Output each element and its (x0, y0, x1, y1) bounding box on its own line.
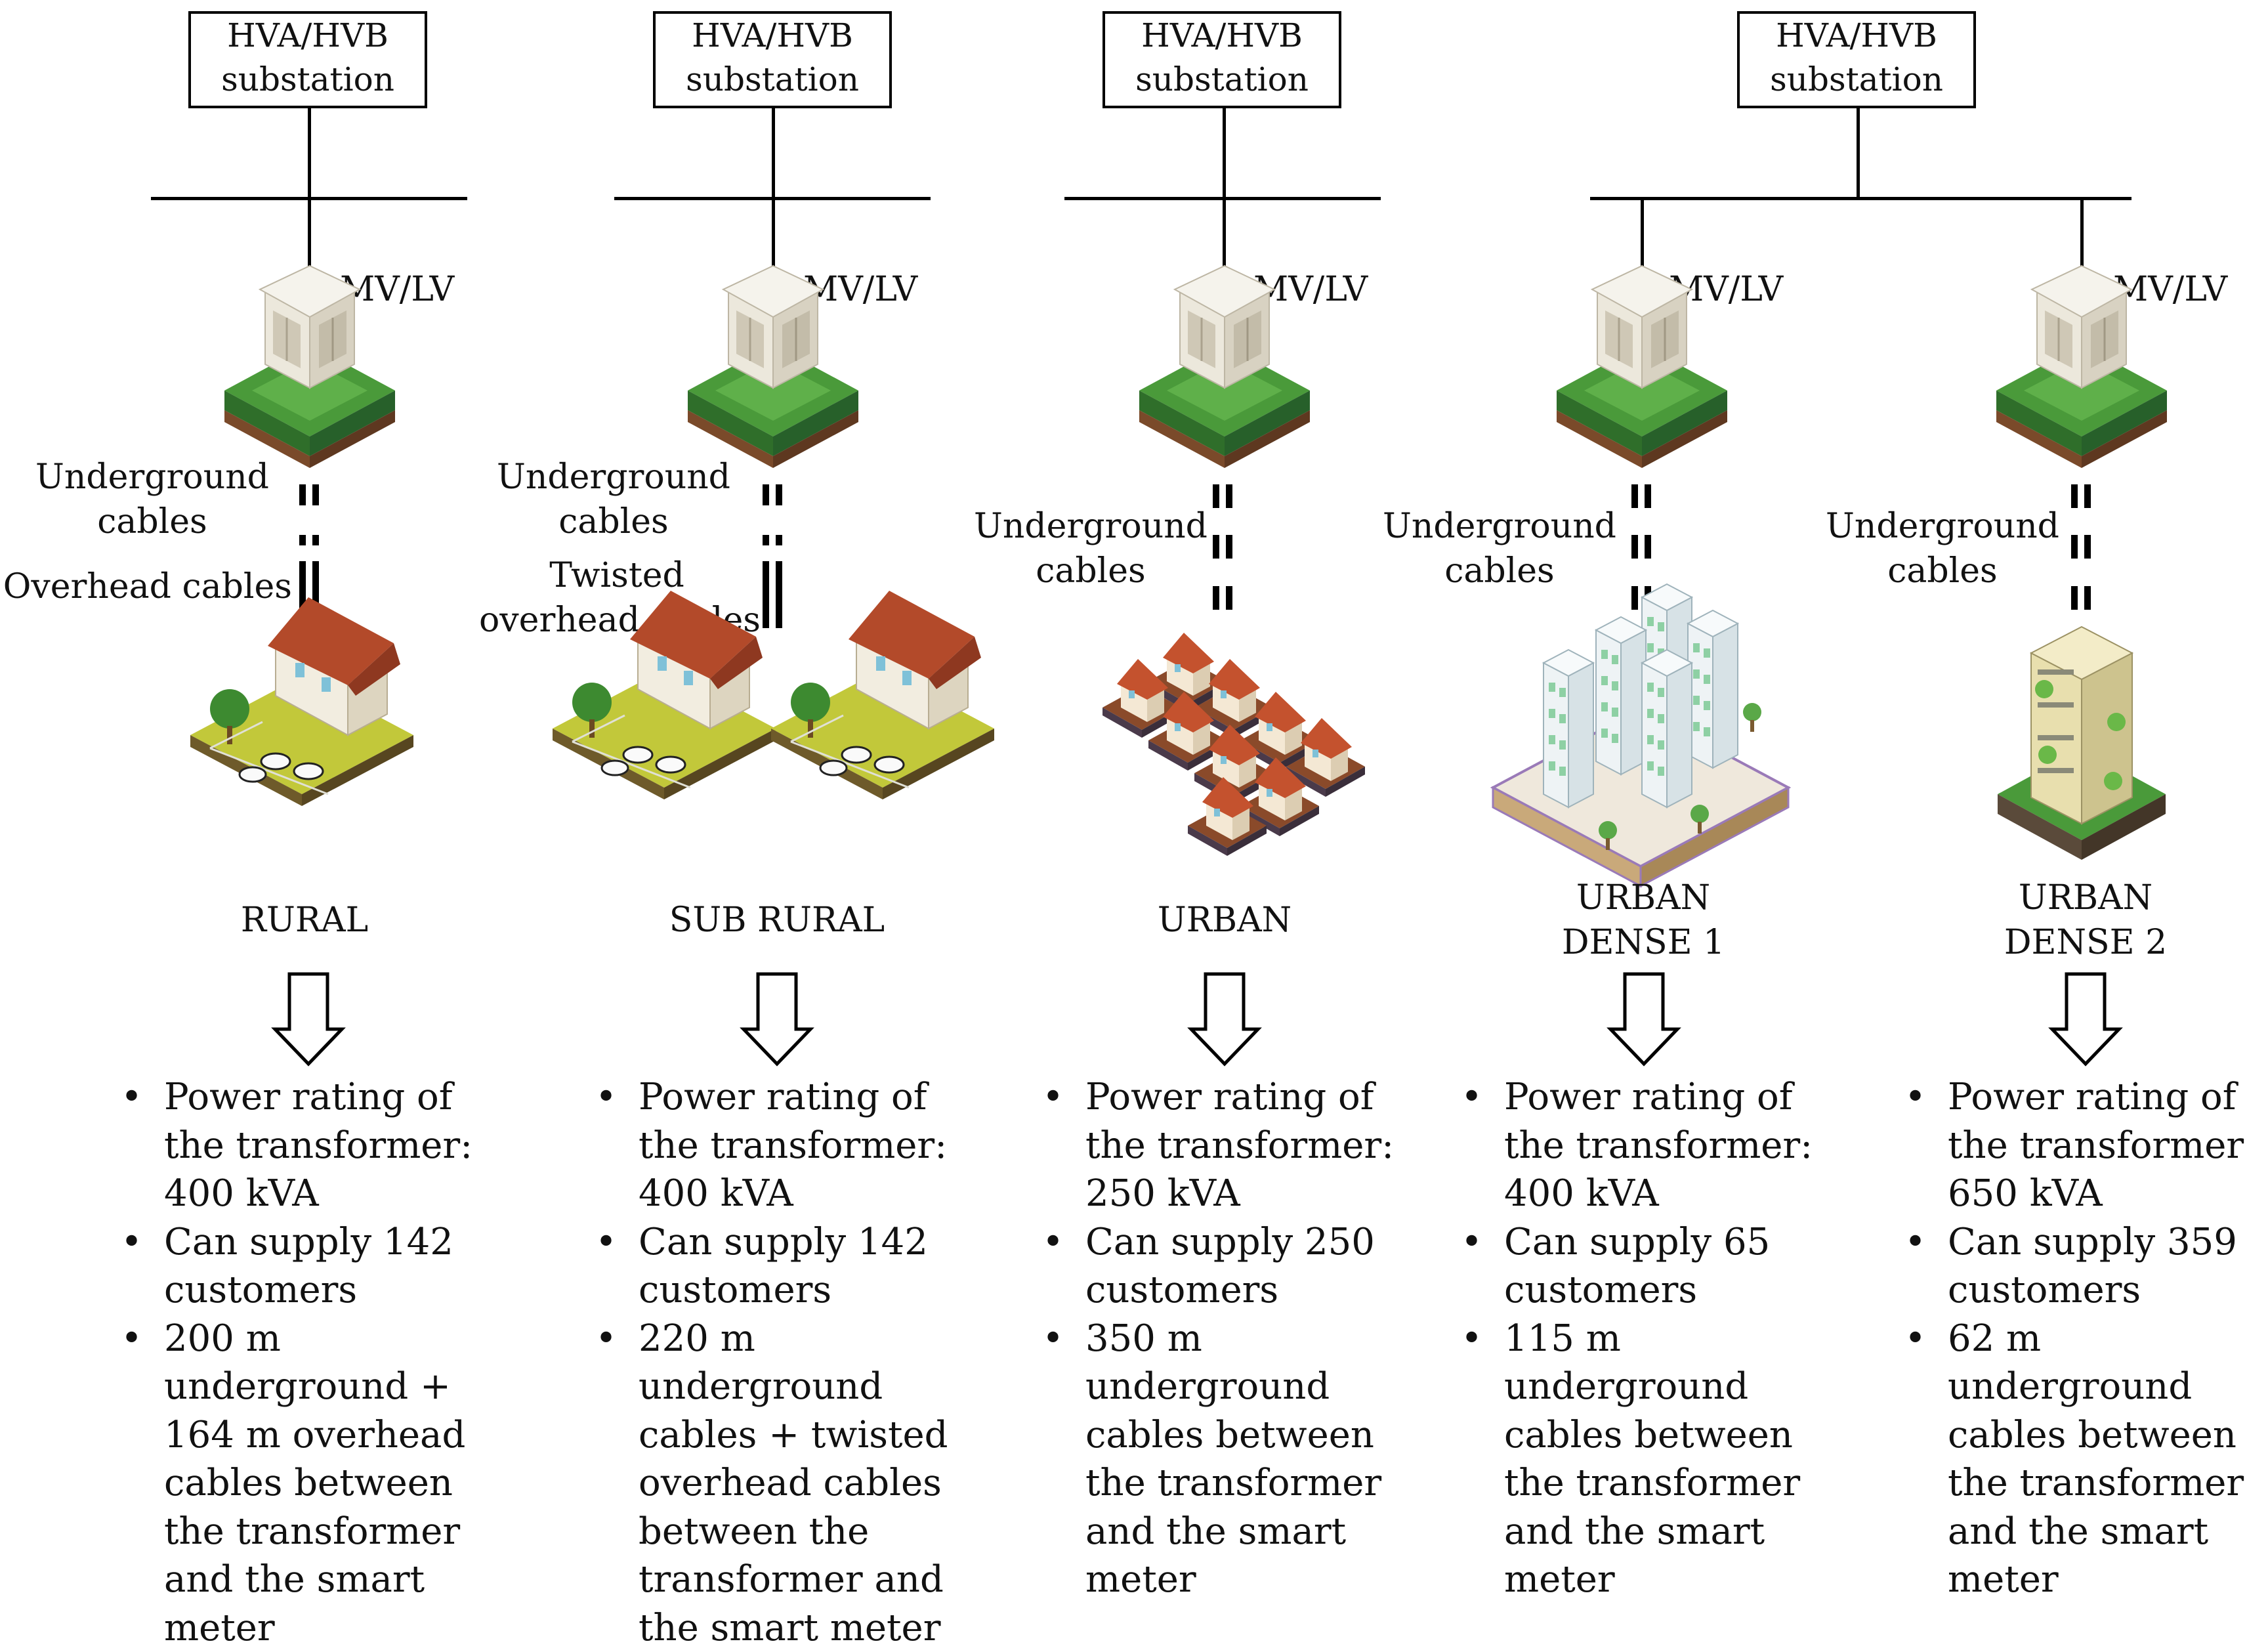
area-label-urban-dense-2: URBAN DENSE 2 (1954, 876, 2217, 965)
farmhouse-icon (190, 597, 413, 806)
transformer-kiosk-icon (1996, 266, 2167, 468)
area-label-rural: RURAL (173, 898, 436, 942)
cable-dash-markers-4 (1631, 484, 1651, 610)
down-arrow-icon (744, 974, 810, 1064)
tower-building-icon (1998, 627, 2166, 860)
house-cluster-icon (1102, 633, 1365, 856)
down-arrow-icon (2052, 974, 2119, 1064)
cable-dash-markers-2 (763, 484, 782, 628)
area-label-urban-dense-1: URBAN DENSE 1 (1512, 876, 1774, 965)
cable-dash-markers-3 (1213, 484, 1232, 610)
transformer-kiosk-icon (1557, 266, 1727, 468)
down-arrow-icon (1610, 974, 1677, 1064)
area-label-urban: URBAN (1093, 898, 1356, 942)
transformer-kiosk-icon (688, 266, 858, 468)
down-arrow-icon (1191, 974, 1258, 1064)
apartment-blocks-icon (1493, 584, 1788, 886)
transformer-kiosk-icon (1139, 266, 1310, 468)
down-arrow-icon (275, 974, 342, 1064)
two-farmhouses-icon (553, 591, 994, 799)
cable-dash-markers-5 (2071, 484, 2091, 610)
area-label-sub-rural: SUB RURAL (646, 898, 908, 942)
transformer-kiosk-icon (224, 266, 395, 468)
